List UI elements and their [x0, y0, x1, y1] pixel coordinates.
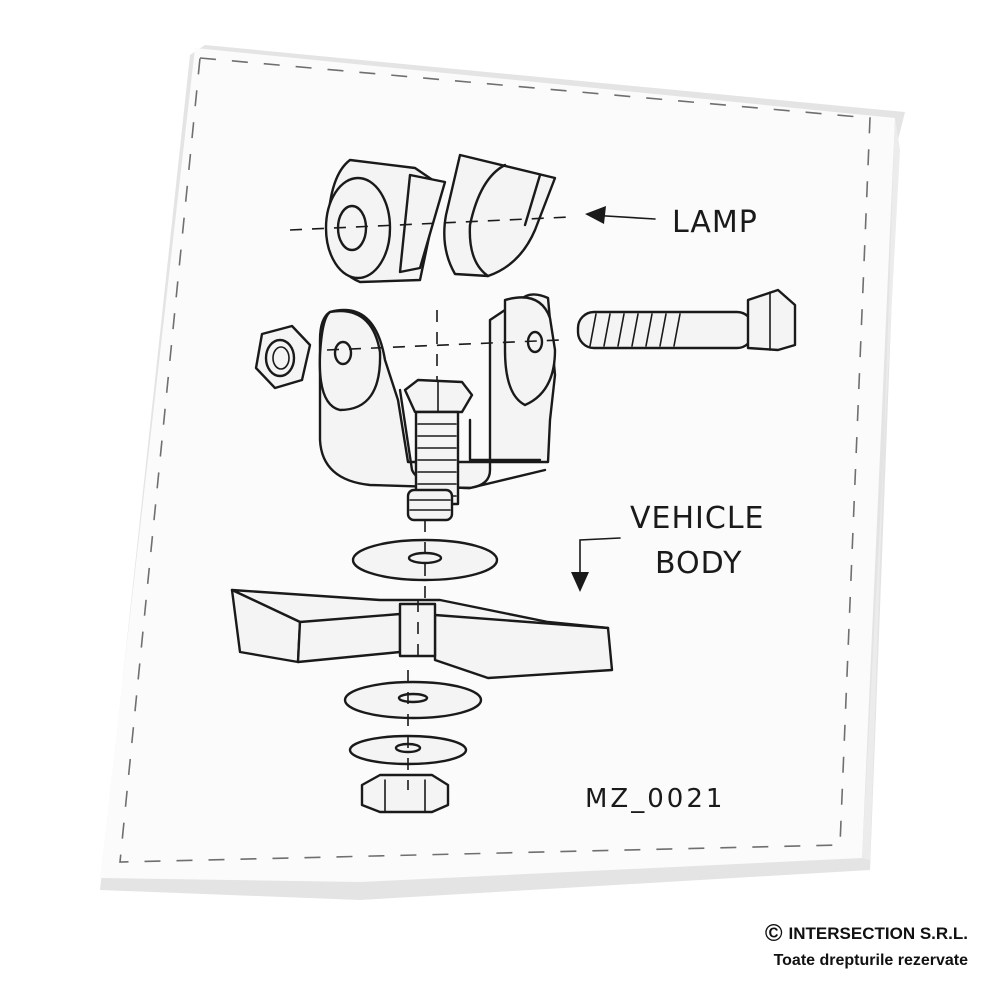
hex-nut-bottom: [360, 670, 450, 814]
copyright-line: © INTERSECTION S.R.L.: [765, 922, 968, 946]
vehicle-label-line2: BODY: [655, 546, 742, 581]
rights-text: Toate drepturile rezervate: [773, 952, 968, 969]
hex-nut-left: [254, 324, 312, 390]
lamp-label: LAMP: [672, 205, 758, 240]
company-name: INTERSECTION S.R.L.: [788, 924, 968, 943]
bracket-bolt: [403, 378, 474, 522]
copyright-icon: ©: [764, 920, 783, 947]
cut-line-border: [119, 57, 871, 863]
vehicle-body-plate: [230, 588, 614, 680]
lamp-arrow: [585, 206, 656, 224]
paper-sheet: [100, 48, 895, 882]
washer-top: [351, 520, 499, 600]
paper-fold: [862, 118, 900, 860]
washer-middle: [343, 680, 483, 720]
copyright-notice: © INTERSECTION S.R.L. Toate drepturile r…: [765, 922, 968, 970]
part-code-label: MZ_0021: [585, 784, 725, 814]
lamp-part: [289, 153, 571, 284]
u-bracket: [318, 293, 561, 490]
vehicle-body-arrow: [571, 537, 621, 592]
horizontal-bolt: [576, 288, 797, 352]
vehicle-label-line1: VEHICLE: [630, 501, 765, 536]
